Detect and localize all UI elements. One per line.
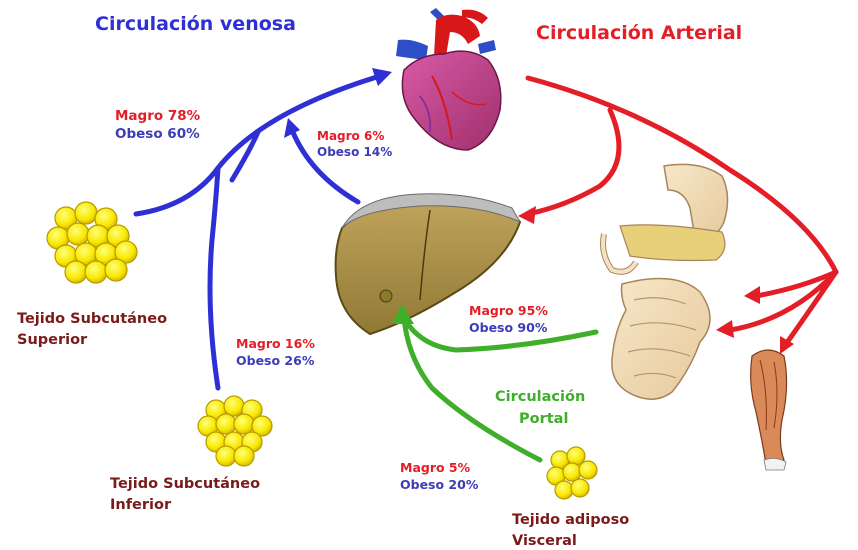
obese-value: Obeso 14% [317,144,392,160]
tissue-label-visceral: Tejido adiposo Visceral [512,510,629,550]
lean-value: Magro 78% [115,107,200,125]
tissue-label-line1: Tejido adiposo [512,510,629,531]
obese-value: Obeso 90% [469,320,548,337]
venous-circulation-title: Circulación venosa [95,14,296,35]
tissue-label-line2: Superior [17,330,167,351]
lean-value: Magro 95% [469,303,548,320]
arterial-circulation-title: Circulación Arterial [536,23,742,44]
flow-label-liver-heart: Magro 6% Obeso 14% [317,128,392,160]
heart-icon [396,8,501,150]
flow-label-visceral: Magro 5% Obeso 20% [400,460,478,494]
portal-circulation-title: Circulación Portal [495,387,585,431]
lean-value: Magro 16% [236,336,315,353]
obese-value: Obeso 26% [236,353,315,370]
tissue-label-line2: Inferior [110,495,260,516]
tissue-label-subcut-inf: Tejido Subcutáneo Inferior [110,474,260,516]
portal-title-line1: Circulación [495,387,585,409]
lean-value: Magro 6% [317,128,392,144]
portal-title-line2: Portal [495,409,585,431]
digestive-organs-icon [603,164,728,399]
obese-value: Obeso 20% [400,477,478,494]
flow-label-portal: Magro 95% Obeso 90% [469,303,548,337]
tissue-label-subcut-sup: Tejido Subcutáneo Superior [17,309,167,351]
tissue-label-line2: Visceral [512,531,629,550]
tissue-label-line1: Tejido Subcutáneo [110,474,260,495]
leg-muscle-icon [751,350,787,470]
tissue-label-line1: Tejido Subcutáneo [17,309,167,330]
flow-label-subcut-inf: Magro 16% Obeso 26% [236,336,315,370]
flow-label-subcut-sup: Magro 78% Obeso 60% [115,107,200,143]
lean-value: Magro 5% [400,460,478,477]
obese-value: Obeso 60% [115,125,200,143]
